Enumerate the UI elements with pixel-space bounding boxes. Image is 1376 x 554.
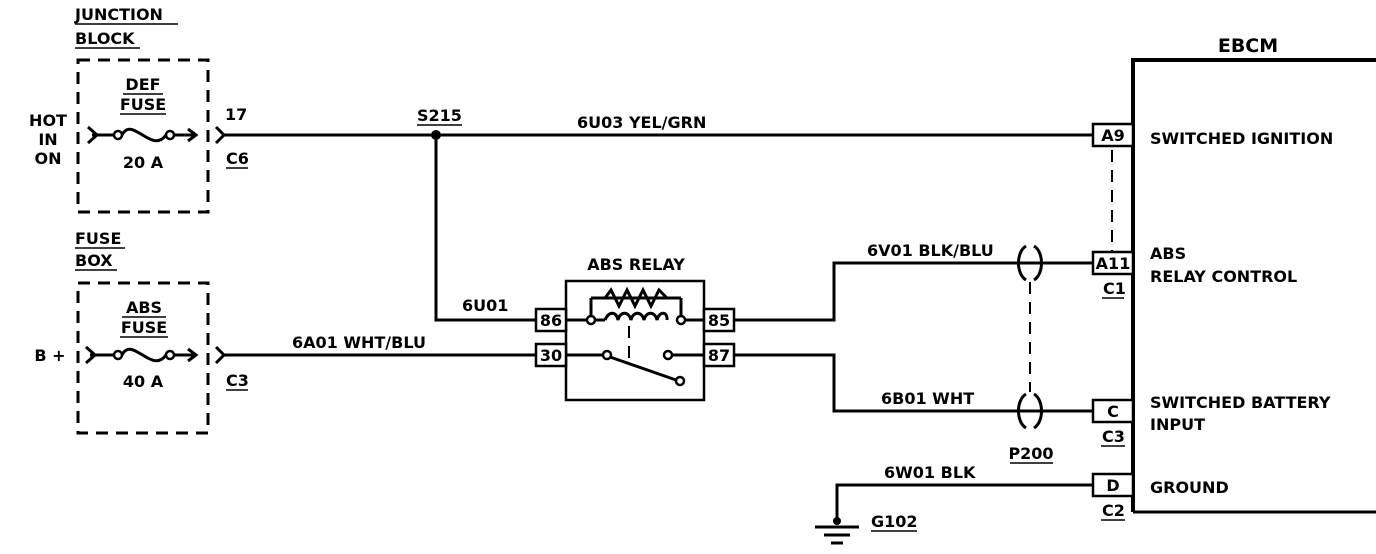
wire-6w01 [835,483,1093,519]
ebcm-pin-c-label-line2: INPUT [1150,415,1205,434]
ebcm-pin-d-box [1091,472,1135,498]
wire-6u01 [434,135,536,322]
fuse-box-title-line1: FUSE [75,229,121,248]
ebcm-pin-c-label-line1: SWITCHED BATTERY [1150,393,1331,412]
wire-6v01-label: 6V01 BLK/BLU [867,241,994,260]
wire-6b01-label: 6B01 WHT [881,389,974,408]
c6-connector-symbol [214,125,227,145]
fuse-box-outline [76,281,210,435]
splice-label: S215 [417,106,462,125]
wire-6a01-label: 6A01 WHT/BLU [292,333,426,352]
def-fuse-rating: 20 A [123,153,164,172]
ground-g102-label: G102 [871,512,918,531]
relay-pin-86: 86 [540,311,562,330]
junction-block-title-line2: BLOCK [75,29,135,48]
junction-connector-c6: C6 [226,149,249,168]
ebcm-pin-c-box [1091,398,1135,424]
abs-fuse-rating: 40 A [123,372,164,391]
p200-connector-symbol [1017,244,1043,430]
ebcm-connector-c3: C3 [1102,427,1125,446]
battery-source-label: B + [34,346,65,365]
hot-in-on-line3: ON [35,149,62,168]
def-fuse-line1: DEF [125,75,160,94]
wire-6u03-label: 6U03 YEL/GRN [577,113,706,132]
abs-relay-title: ABS RELAY [587,255,685,274]
ebcm-pin-a11-label-line1: ABS [1150,244,1186,263]
fuse-box-title-line2: BOX [75,251,113,270]
wire-6v01 [734,261,1093,322]
ebcm-pin-a9-label: SWITCHED IGNITION [1150,129,1333,148]
abs-fuse-line1: ABS [126,298,162,317]
ebcm-title: EBCM [1218,35,1278,57]
ebcm-pin-a9-box [1091,122,1135,148]
ebcm-pin-a9: A9 [1101,126,1125,145]
def-fuse-symbol [87,125,199,145]
ground-symbol [815,517,859,545]
wire-6u01-label: 6U01 [462,296,508,315]
c3-connector-symbol [214,345,227,365]
fuse-box-connector-c3: C3 [226,371,249,390]
wire-6b01 [734,353,1093,413]
relay-pin-85: 85 [708,311,730,330]
junction-block-outline [76,58,210,214]
ebcm-pin-c: C [1107,402,1119,421]
relay-pin-30: 30 [540,346,562,365]
junction-block-title-line1: JUNCTION [74,5,163,24]
hot-in-on-line1: HOT [29,111,67,130]
abs-fuse-line2: FUSE [121,318,167,337]
relay-switch-symbol [566,326,704,387]
ebcm-outline [1131,58,1376,512]
ebcm-pin-d: D [1106,476,1119,495]
junction-pin-17: 17 [225,105,247,124]
relay-pin-87: 87 [708,346,730,365]
ebcm-pin-d-label: GROUND [1150,478,1229,497]
abs-fuse-symbol [85,345,199,365]
ebcm-pin-a11-label-line2: RELAY CONTROL [1150,267,1297,286]
wire-6w01-label: 6W01 BLK [884,463,976,482]
ebcm-pin-a11: A11 [1096,254,1131,273]
ebcm-connector-c2: C2 [1102,501,1125,520]
ebcm-connector-c1: C1 [1103,279,1126,298]
def-fuse-line2: FUSE [120,95,166,114]
hot-in-on-line2: IN [38,130,57,149]
ebcm-pin-a11-box [1091,250,1135,276]
p200-label: P200 [1008,444,1053,463]
relay-coil-symbol [566,286,704,326]
